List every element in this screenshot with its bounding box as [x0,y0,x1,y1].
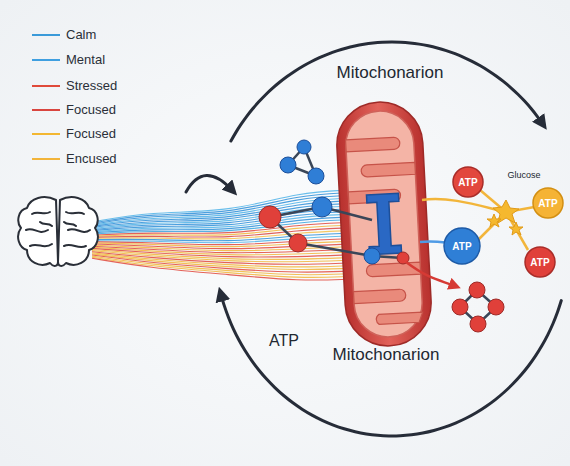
atp-label: ATP [532,187,564,219]
brain-icon [18,197,98,266]
brain-folds [64,212,90,247]
atp-label: ATP [524,246,556,278]
atp-circle-shape [444,228,480,264]
legend-samples [32,35,60,159]
mitochondrion [335,100,434,348]
molecules [259,140,504,332]
atp-circle-shape [525,247,555,277]
cycle-arrows [221,42,561,436]
legend-line [32,85,60,87]
atp-label: ATP [452,166,484,198]
brain-left [18,197,58,266]
atp-label: ATP [443,227,481,265]
brain-folds [26,212,52,246]
signal-line [92,258,350,280]
input-label: Glucose [507,171,540,180]
signal-line [92,222,350,235]
legend-line [32,109,60,111]
part-label: ATP [269,333,299,349]
legend-label: Calm [66,28,96,41]
brain-right [58,197,98,266]
atp-molecule: ATP [443,227,481,265]
signal-line [92,236,350,243]
atp-circle-shape [453,167,483,197]
legend-line [32,59,60,61]
signal-line [92,233,350,241]
red-arrow [406,262,455,286]
signal-line [92,255,350,272]
outer-membrane [335,100,434,348]
legend-label: Focused [66,127,116,140]
cristae [346,136,424,325]
legend-line [32,133,60,135]
legend-label: Mental [66,53,105,66]
signal-line [92,204,350,228]
atp-circle-shape [533,188,563,218]
legend-label: Encused [66,152,117,165]
legend-line [32,34,60,36]
signal-lines [92,190,350,280]
atp-molecule: ATP [452,166,484,198]
legend-label: Stressed [66,79,117,92]
transporter-protein [366,193,401,255]
cycle-arrow [221,294,561,436]
inner-membrane [344,109,424,338]
part-label: Mitochonarion [337,64,444,81]
small-curved-arrow [186,175,232,192]
signal-line [92,212,350,231]
legend-label: Focused [66,103,116,116]
atp-molecule: ATP [532,187,564,219]
atp-molecule: ATP [524,246,556,278]
part-label: Mitochonarion [333,346,440,363]
legend-line [32,158,60,160]
